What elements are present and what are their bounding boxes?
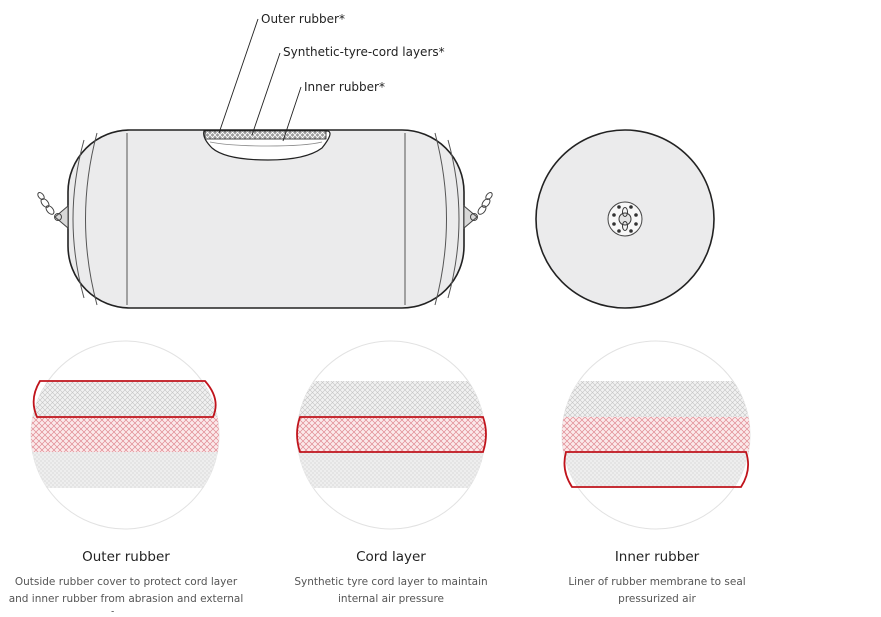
detail-outer-rubber	[30, 340, 220, 530]
inner-rubber-leader	[282, 86, 302, 142]
caption-description: Outside rubber cover to protect cord lay…	[8, 576, 244, 612]
cord-layer-highlight	[296, 416, 487, 453]
cord-layers-leader	[251, 52, 281, 136]
fender-side-view	[37, 129, 493, 309]
outer-rubber-highlight	[32, 380, 217, 418]
caption-title: Inner rubber	[614, 549, 700, 565]
left-chain-icon	[37, 192, 69, 230]
caption-outer-rubber: Outer rubber Outside rubber cover to pro…	[0, 548, 256, 612]
detail-inner-rubber	[561, 340, 751, 530]
detail-cord-layer	[296, 340, 487, 530]
caption-inner-rubber: Inner rubber Liner of rubber membrane to…	[527, 548, 787, 608]
cord-layer-band	[204, 130, 327, 140]
valve-icon	[612, 205, 638, 233]
fender-end-view	[535, 129, 715, 309]
right-cap-line-1	[434, 132, 447, 306]
left-cap-line-1	[85, 132, 98, 306]
callout-cord-layers: Synthetic-tyre-cord layers*	[283, 45, 445, 59]
left-cap-line-2	[72, 139, 85, 299]
caption-description: Liner of rubber membrane to seal pressur…	[568, 576, 746, 605]
callout-outer-rubber: Outer rubber*	[261, 12, 345, 26]
callouts: Outer rubber* Synthetic-tyre-cord layers…	[218, 12, 445, 142]
right-chain-icon	[463, 192, 493, 230]
caption-description: Synthetic tyre cord layer to maintain in…	[294, 576, 488, 605]
inner-rubber-highlight	[563, 451, 750, 488]
callout-inner-rubber: Inner rubber*	[304, 80, 385, 94]
outer-rubber-leader	[218, 18, 259, 134]
caption-title: Outer rubber	[82, 549, 170, 565]
inner-rubber-line	[209, 141, 323, 147]
caption-title: Cord layer	[356, 549, 426, 565]
caption-cord-layer: Cord layer Synthetic tyre cord layer to …	[261, 548, 521, 608]
right-cap-line-2	[447, 139, 460, 299]
